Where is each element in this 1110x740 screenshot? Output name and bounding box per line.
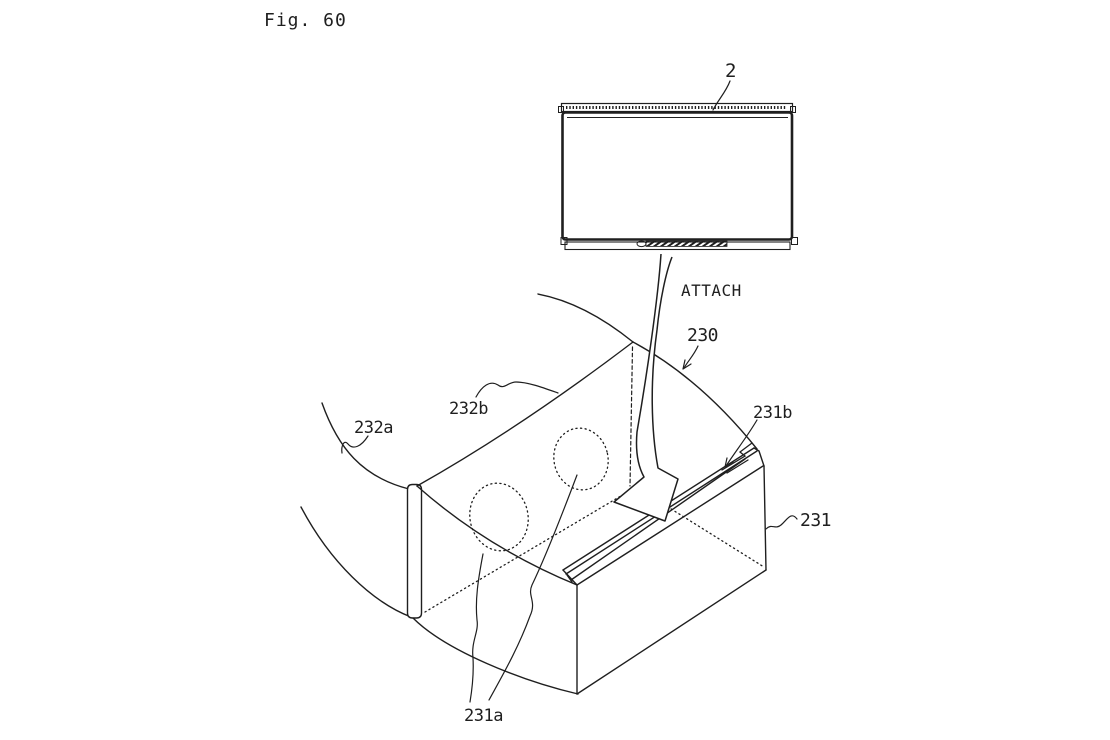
strap-upper-curve [321,402,410,490]
slot-connector-step [721,442,753,471]
leader-lines [341,80,798,703]
leader-ref232b [475,381,559,398]
left-end-plate [406,483,423,619]
slot-connector-step-inner [726,459,749,474]
console-body [561,111,794,241]
strap-lower-curve [300,506,412,618]
figure-caption: Fig. 60 [264,10,347,31]
box-bottom-edge [576,569,767,695]
box-right-edge [763,465,767,571]
box-right-end-cap [753,447,765,467]
label-ref-2: 2 [725,60,736,82]
leader-ref231b [725,419,758,467]
label-ref-231a: 231a [464,706,503,726]
slot-left-end-cap [562,569,578,586]
label-ref-232a: 232a [354,418,393,438]
hidden-back-vertical-dashed [629,346,634,487]
visor-back-ridge [537,293,634,343]
leader-ref231a-right [488,474,578,701]
console-connector-hatch [645,240,728,247]
label-ref-231: 231 [800,510,831,531]
slot-rim-line-4-front-top-edge [576,465,764,586]
visor-left-edge [416,341,634,487]
leader-ref232a [341,435,369,454]
label-ref-231b: 231b [753,403,792,423]
leader-ref230-arrowhead [682,359,692,370]
hidden-bottom-right-dotted [635,486,765,568]
leader-ref2 [712,80,731,111]
label-ref-232b: 232b [449,399,488,419]
leader-ref231 [765,515,798,530]
lens-opening-left [469,482,529,552]
console-rail-tab-right [790,106,796,113]
attach-arrow [613,253,679,522]
console-bottom-tab-right [791,237,798,245]
visor-right-edge [632,341,758,450]
label-ref-230: 230 [687,325,718,346]
console-device [558,102,798,251]
goggle-assembly [300,293,767,695]
console-rail-tab-left [558,106,564,113]
leader-ref230 [683,345,699,369]
hidden-bottom-left-dotted [424,486,637,613]
leader-ref231a-left [469,553,484,703]
label-attach: ATTACH [681,281,742,300]
slot-rim-line-3 [570,458,746,581]
console-bottom-tab-left [560,237,568,245]
visor-front-saddle-edge [416,485,578,586]
leader-ref231b-arrowhead [724,457,734,468]
slot-left-inner-cap [566,574,573,583]
lens-opening-right [553,427,609,491]
facerest-bottom-curve [412,617,579,695]
